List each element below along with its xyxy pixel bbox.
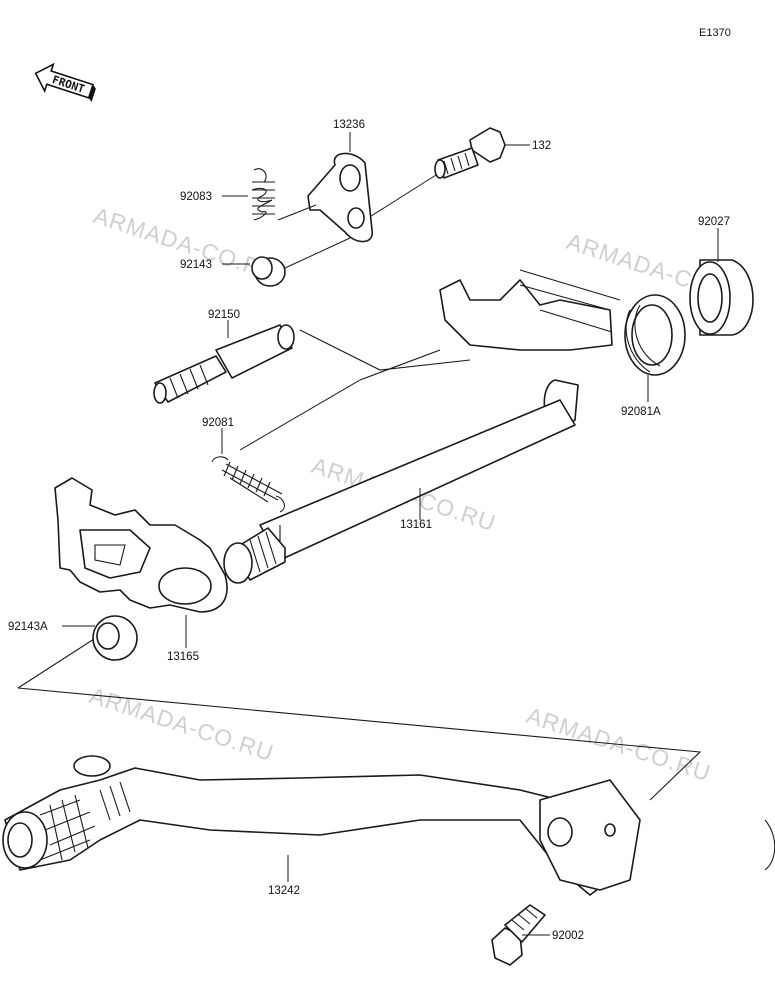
callout-132: 132 <box>532 140 551 152</box>
spring-92083 <box>251 168 275 221</box>
front-arrow-icon: FRONT <box>34 62 96 102</box>
callout-labels: 13236 132 92083 92143 92027 92150 92081 … <box>8 119 730 942</box>
callout-92081A: 92081A <box>621 406 661 418</box>
collar-92143 <box>251 256 286 287</box>
shift-pedal-13242 <box>2 755 641 896</box>
shift-shaft-13161 <box>223 269 686 584</box>
callout-92027: 92027 <box>698 216 730 228</box>
collar-92027 <box>689 259 754 336</box>
callout-92081: 92081 <box>202 417 234 429</box>
callout-92002: 92002 <box>552 930 584 942</box>
callout-92143A: 92143A <box>8 621 48 633</box>
callout-92143: 92143 <box>180 259 212 271</box>
callout-13242: 13242 <box>268 885 300 897</box>
watermark: ARMADA-CO.RU <box>86 682 277 766</box>
spring-92081 <box>211 456 285 513</box>
callout-13165: 13165 <box>167 651 199 663</box>
callout-13236: 13236 <box>333 119 365 131</box>
bolt-92150 <box>153 324 295 404</box>
figure-id: E1370 <box>699 27 731 39</box>
callout-13161: 13161 <box>400 519 432 531</box>
callout-92150: 92150 <box>208 309 240 321</box>
bolt-132 <box>434 127 506 179</box>
collar-92143A <box>92 615 138 661</box>
plate-13236 <box>307 152 373 243</box>
bolt-92002 <box>491 904 546 966</box>
callout-92083: 92083 <box>180 191 212 203</box>
plate-13165 <box>54 477 228 613</box>
